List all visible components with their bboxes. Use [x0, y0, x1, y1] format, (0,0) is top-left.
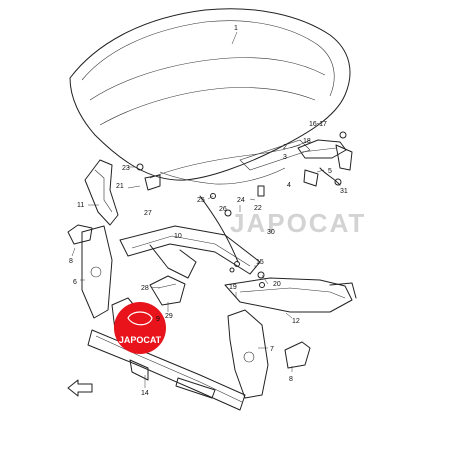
lower-crossmember — [87, 329, 246, 411]
callout-23: 23 — [122, 165, 130, 172]
left-bracket-upper — [67, 224, 93, 245]
callout-14: 14 — [141, 390, 149, 397]
watermark-text: JAPOCAT — [230, 208, 366, 238]
front-arrow-icon — [67, 379, 93, 397]
center-bracket — [149, 275, 186, 306]
callout-25: 25 — [197, 197, 205, 204]
callout-19: 19 — [229, 284, 237, 291]
watermark-logo-text: JAPOCAT — [119, 335, 162, 345]
callout-18: 18 — [303, 138, 311, 145]
leader-lines — [71, 31, 325, 388]
callout-11: 11 — [77, 202, 84, 209]
left-side-member — [84, 159, 119, 226]
callout-12: 12 — [292, 318, 300, 325]
upper-member — [119, 225, 261, 279]
right-front-panel — [227, 309, 311, 399]
callout-3: 3 — [283, 154, 287, 161]
hood-panel — [69, 8, 351, 185]
callout-15: 15 — [256, 259, 264, 266]
callout-8b: 8 — [289, 376, 293, 383]
callout-29: 29 — [165, 313, 173, 320]
callout-5: 5 — [328, 168, 332, 175]
callout-22: 22 — [254, 205, 262, 212]
callout-labels: 1 2 3 4 5 6 7 8 8 9 10 11 12 14 15 16-17… — [69, 25, 348, 397]
callout-4: 4 — [287, 182, 291, 189]
callout-24: 24 — [237, 197, 245, 204]
hood-latch-assembly — [297, 131, 353, 187]
right-side-member — [224, 277, 357, 313]
callout-26: 26 — [219, 206, 227, 213]
watermark: JAPOCAT — [230, 208, 366, 238]
callout-21: 21 — [116, 183, 124, 190]
callout-6: 6 — [73, 279, 77, 286]
callout-20: 20 — [273, 281, 281, 288]
callout-31: 31 — [340, 188, 348, 195]
callout-2: 2 — [283, 144, 287, 151]
callout-16-17: 16-17 — [309, 121, 327, 128]
callout-9: 9 — [156, 316, 160, 323]
callout-30: 30 — [267, 229, 275, 236]
watermark-logo: JAPOCAT — [114, 302, 166, 354]
callout-1: 1 — [234, 25, 238, 32]
callout-27: 27 — [144, 210, 152, 217]
fasteners — [136, 163, 265, 288]
callout-8a: 8 — [69, 258, 73, 265]
callout-28: 28 — [141, 285, 149, 292]
callout-10: 10 — [174, 233, 182, 240]
callout-7: 7 — [270, 346, 274, 353]
